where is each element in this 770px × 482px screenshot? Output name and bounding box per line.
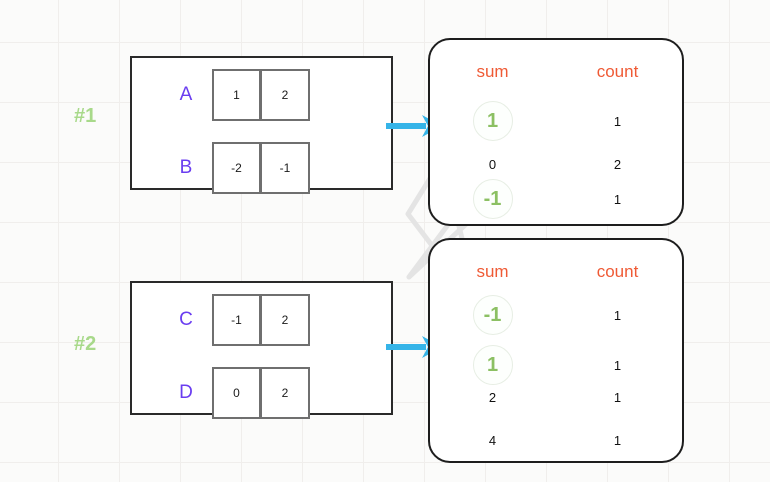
highlight-circle-sum-1-b: 1	[472, 345, 513, 385]
panel-2-count-3: 1	[613, 432, 622, 448]
group-label-1: #1	[74, 105, 97, 127]
panel-2-sum-3: 4	[488, 432, 497, 448]
panel-1-row-2: -1 1	[430, 178, 682, 220]
panel-1-header-row: sum count	[430, 62, 682, 82]
highlight-circle-sum-minus1-b: -1	[472, 295, 513, 335]
panel-2-count-0: 1	[613, 307, 622, 323]
input-row-a: A 1 2	[160, 69, 310, 121]
result-panel-1: sum count 1 1 0 2 -1 1	[428, 38, 684, 226]
row-c-cells: -1 2	[212, 294, 310, 346]
cell-b-0: -2	[212, 142, 261, 194]
panel-1-count-0: 1	[613, 113, 622, 129]
input-box-group-2: C -1 2 D 0 2	[130, 281, 393, 419]
input-row-d: D 0 2	[160, 367, 310, 419]
panel-2-header-row: sum count	[430, 262, 682, 282]
highlight-circle-sum-minus1: -1	[472, 179, 513, 219]
cell-c-1: 2	[261, 294, 310, 346]
panel-2-row-2: 2 1	[430, 383, 682, 411]
cell-b-1: -1	[261, 142, 310, 194]
panel-1-sum-2: -1	[430, 179, 555, 219]
panel-2-header-count: count	[596, 262, 639, 281]
input-box-group-1: A 1 2 B -2 -1	[130, 56, 393, 194]
cell-d-0: 0	[212, 367, 261, 419]
panel-1-count-1: 2	[613, 156, 622, 172]
panel-1-count-2: 1	[613, 191, 622, 207]
cell-a-1: 2	[261, 69, 310, 121]
panel-2-row-3: 4 1	[430, 426, 682, 454]
panel-1-sum-1: 0	[488, 156, 497, 172]
cell-a-0: 1	[212, 69, 261, 121]
row-letter-a: A	[179, 84, 193, 105]
row-letter-c: C	[179, 309, 193, 330]
row-letter-b: B	[179, 157, 193, 178]
panel-2-count-2: 1	[613, 389, 622, 405]
panel-1-row-1: 0 2	[430, 150, 682, 178]
panel-1-header-sum: sum	[476, 62, 509, 81]
result-panel-2: sum count -1 1 1 1 2 1 4 1	[428, 238, 684, 463]
panel-2-sum-1: 1	[430, 345, 555, 385]
group-label-2: #2	[74, 333, 97, 355]
input-row-c: C -1 2	[160, 294, 310, 346]
panel-2-sum-0: -1	[430, 295, 555, 335]
panel-2-header-sum: sum	[476, 262, 509, 281]
panel-2-sum-2: 2	[488, 389, 497, 405]
row-a-cells: 1 2	[212, 69, 310, 121]
input-row-b: B -2 -1	[160, 142, 310, 194]
panel-1-row-0: 1 1	[430, 100, 682, 142]
row-b-cells: -2 -1	[212, 142, 310, 194]
panel-1-sum-0: 1	[430, 101, 555, 141]
row-letter-d: D	[179, 382, 193, 403]
row-d-cells: 0 2	[212, 367, 310, 419]
cell-d-1: 2	[261, 367, 310, 419]
panel-2-row-0: -1 1	[430, 294, 682, 336]
panel-2-count-1: 1	[613, 357, 622, 373]
cell-c-0: -1	[212, 294, 261, 346]
panel-1-header-count: count	[596, 62, 639, 81]
panel-2-row-1: 1 1	[430, 344, 682, 386]
highlight-circle-sum-1: 1	[472, 101, 513, 141]
